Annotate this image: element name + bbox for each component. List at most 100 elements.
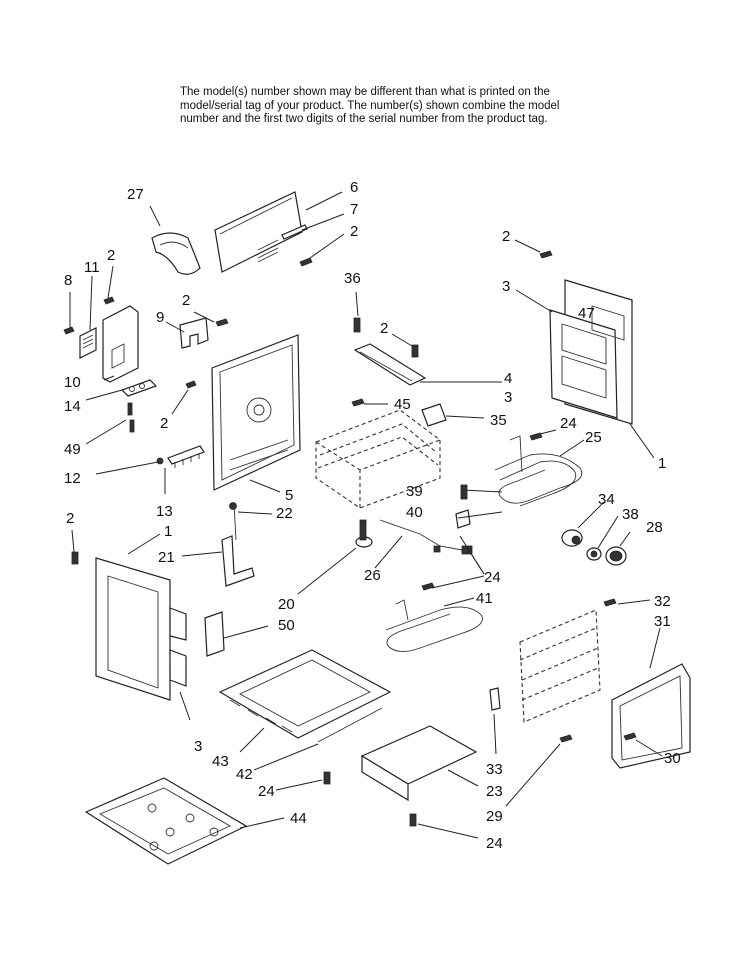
screw-icon [129, 419, 135, 433]
part-14-plate [120, 379, 158, 397]
callout-40: 40 [406, 504, 423, 521]
callout-11: 11 [84, 259, 100, 276]
screw-icon [409, 813, 417, 827]
part-43-drawer [218, 649, 392, 739]
screw-icon [421, 582, 435, 591]
callout-43: 43 [212, 753, 229, 770]
callout-24: 24 [258, 783, 275, 800]
callout-21: 21 [158, 549, 175, 566]
callout-13: 13 [156, 503, 173, 520]
callout-2: 2 [160, 415, 168, 432]
screw-icon [71, 551, 79, 565]
part-25-broil-element [494, 435, 583, 507]
callout-20: 20 [278, 596, 295, 613]
screw-icon [185, 380, 197, 389]
callout-38: 38 [622, 506, 639, 523]
part-6-vent-panel [214, 191, 303, 273]
callout-26: 26 [364, 567, 381, 584]
callout-23: 23 [486, 783, 503, 800]
note-line-3: number and the first two digits of the s… [180, 113, 548, 125]
callout-2: 2 [380, 320, 388, 337]
part-3-side-panel [549, 279, 633, 425]
callout-42: 42 [236, 766, 253, 783]
callout-10: 10 [64, 374, 81, 391]
callout-5: 5 [285, 487, 293, 504]
callout-2: 2 [182, 292, 190, 309]
callout-2: 2 [350, 223, 358, 240]
part-28-knob [605, 546, 627, 566]
callout-12: 12 [64, 470, 81, 487]
callout-24: 24 [560, 415, 577, 432]
callout-24: 24 [486, 835, 503, 852]
callout-14: 14 [64, 398, 81, 415]
callout-3: 3 [504, 389, 512, 406]
callout-22: 22 [276, 505, 293, 522]
screw-icon [529, 432, 543, 441]
callout-41: 41 [476, 590, 493, 607]
part-27-trim [151, 232, 201, 275]
callout-2: 2 [66, 510, 74, 527]
screw-icon [460, 484, 468, 500]
part-20-sensor [355, 519, 373, 548]
part-12-nut [156, 457, 164, 465]
callout-44: 44 [290, 810, 307, 827]
part-38-switch [586, 547, 602, 561]
part-40-bracket [455, 509, 471, 529]
callout-24: 24 [484, 569, 501, 586]
callout-7: 7 [350, 201, 358, 218]
callout-32: 32 [654, 593, 671, 610]
screw-icon [353, 317, 361, 333]
callout-27: 27 [127, 186, 144, 203]
screw-icon [411, 344, 419, 358]
part-29-frame-dashed [519, 609, 601, 723]
screw-icon [323, 771, 331, 785]
screw-icon [127, 402, 133, 416]
callout-4: 4 [504, 370, 512, 387]
screw-icon [215, 318, 229, 327]
callout-25: 25 [585, 429, 602, 446]
part-50-plate [204, 611, 225, 657]
screw-icon [559, 734, 573, 743]
screw-icon [299, 257, 313, 267]
part-10-bracket [79, 305, 139, 383]
screw-icon [623, 732, 637, 741]
header-note: The model(s) number shown may be differe… [180, 86, 600, 127]
part-34-knob [561, 529, 583, 547]
callout-39: 39 [406, 483, 423, 500]
callout-9: 9 [156, 309, 164, 326]
callout-33: 33 [486, 761, 503, 778]
part-5-rear-panel [211, 334, 301, 491]
callout-35: 35 [490, 412, 507, 429]
callout-50: 50 [278, 617, 295, 634]
callout-31: 31 [654, 613, 671, 630]
part-23-bottom-panel [360, 725, 478, 802]
callout-3: 3 [502, 278, 510, 295]
callout-29: 29 [486, 808, 503, 825]
callout-36: 36 [344, 270, 361, 287]
callout-45: 45 [394, 396, 411, 413]
part-42-rod [317, 707, 383, 743]
oven-cavity-dashed [315, 409, 441, 509]
callout-49: 49 [64, 441, 81, 458]
screw-icon [539, 250, 553, 259]
part-26-wire [379, 519, 473, 555]
screw-icon [351, 398, 365, 407]
callouts: 27 6 7 2 8 11 2 2 9 36 2 2 3 47 3 4 45 3… [64, 179, 681, 852]
callout-3: 3 [194, 738, 202, 755]
callout-8: 8 [64, 272, 72, 289]
callout-2: 2 [502, 228, 510, 245]
part-35-panel [421, 403, 447, 427]
part-41-bake-element [385, 599, 483, 652]
part-33-clip [489, 687, 501, 711]
callout-34: 34 [598, 491, 615, 508]
part-9-bracket [179, 317, 209, 349]
callout-6: 6 [350, 179, 358, 196]
part-21-bracket [221, 503, 255, 587]
part-44-base-tray [84, 777, 248, 865]
screw-icon [603, 598, 617, 607]
part-1-door [95, 557, 187, 701]
part-22-pin [229, 502, 237, 510]
part-4-bracket [353, 343, 427, 386]
screw-icon [63, 296, 115, 335]
